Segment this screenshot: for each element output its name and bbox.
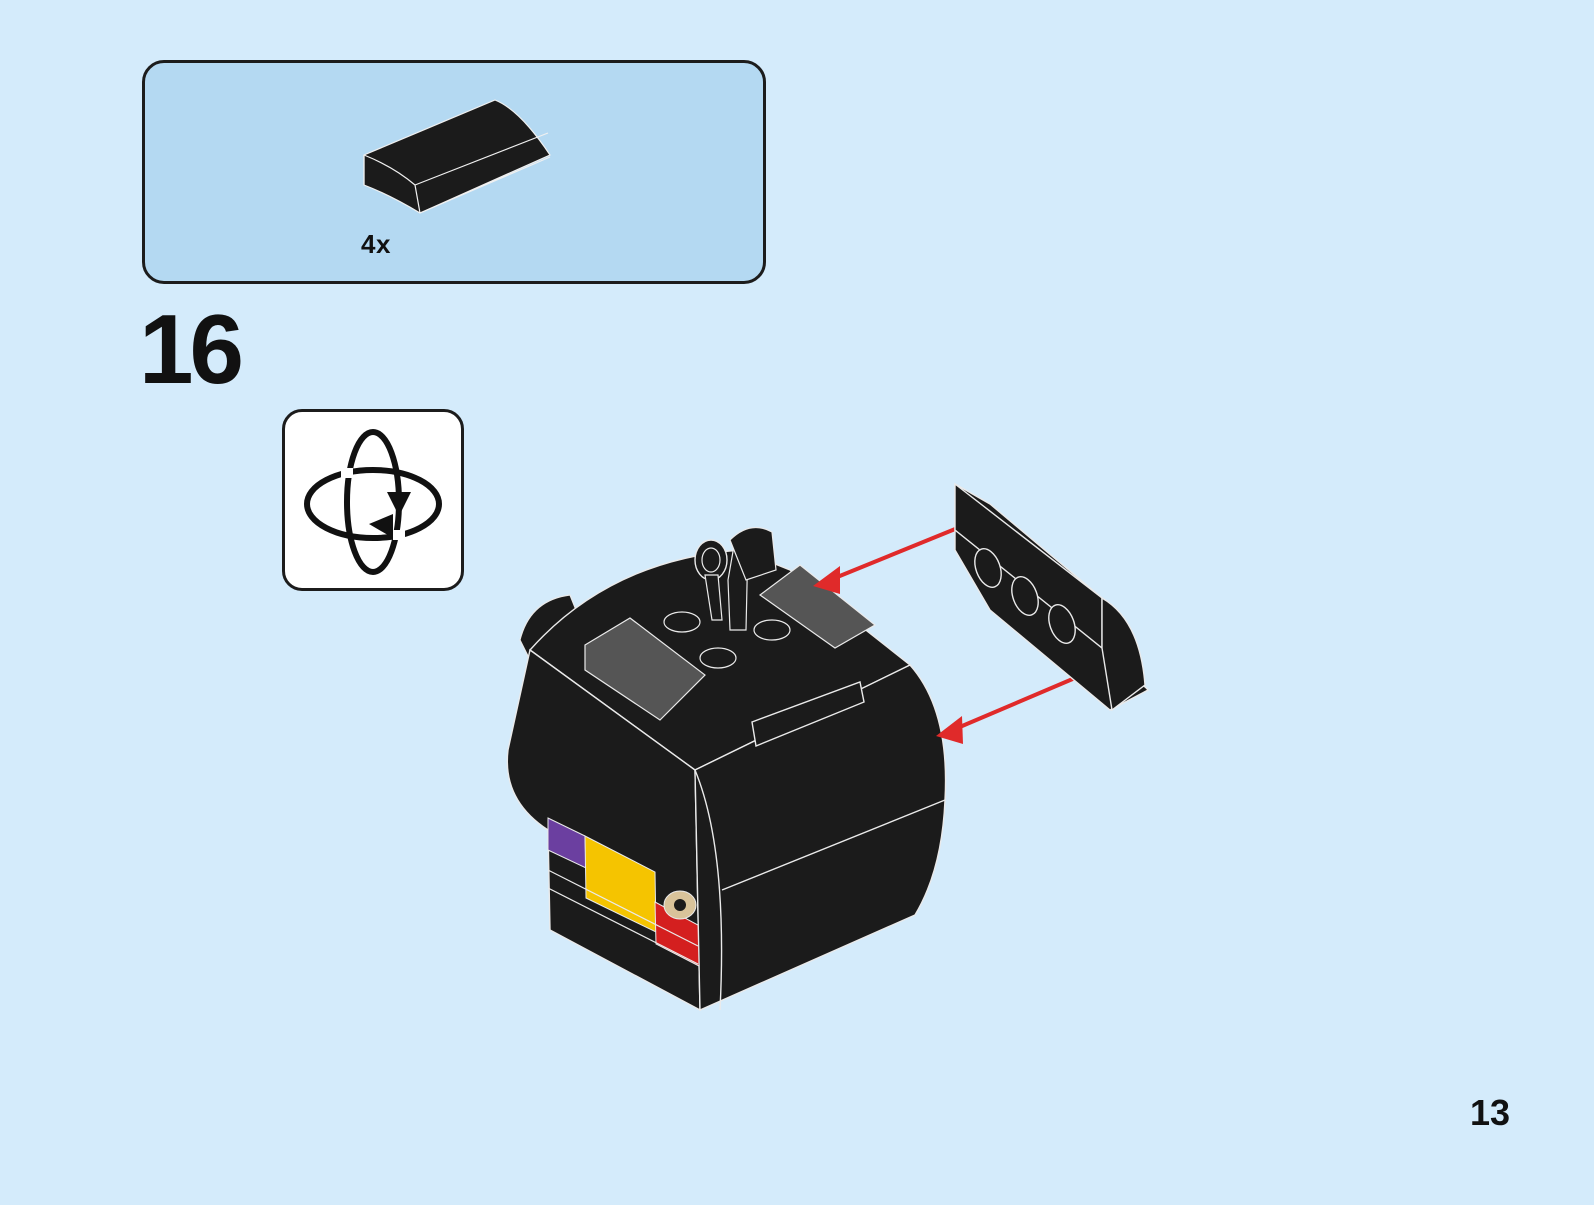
part-quantity: 4x: [361, 229, 391, 260]
step-number: 16: [139, 300, 240, 398]
parts-list-callout: 4x: [142, 60, 766, 284]
rotate-model-indicator: [282, 409, 464, 591]
model-assembly-illustration: [490, 470, 1170, 1030]
page-number: 13: [1470, 1092, 1510, 1134]
black-curved-slope-icon: [360, 95, 560, 225]
rotate-model-icon: [295, 422, 451, 578]
